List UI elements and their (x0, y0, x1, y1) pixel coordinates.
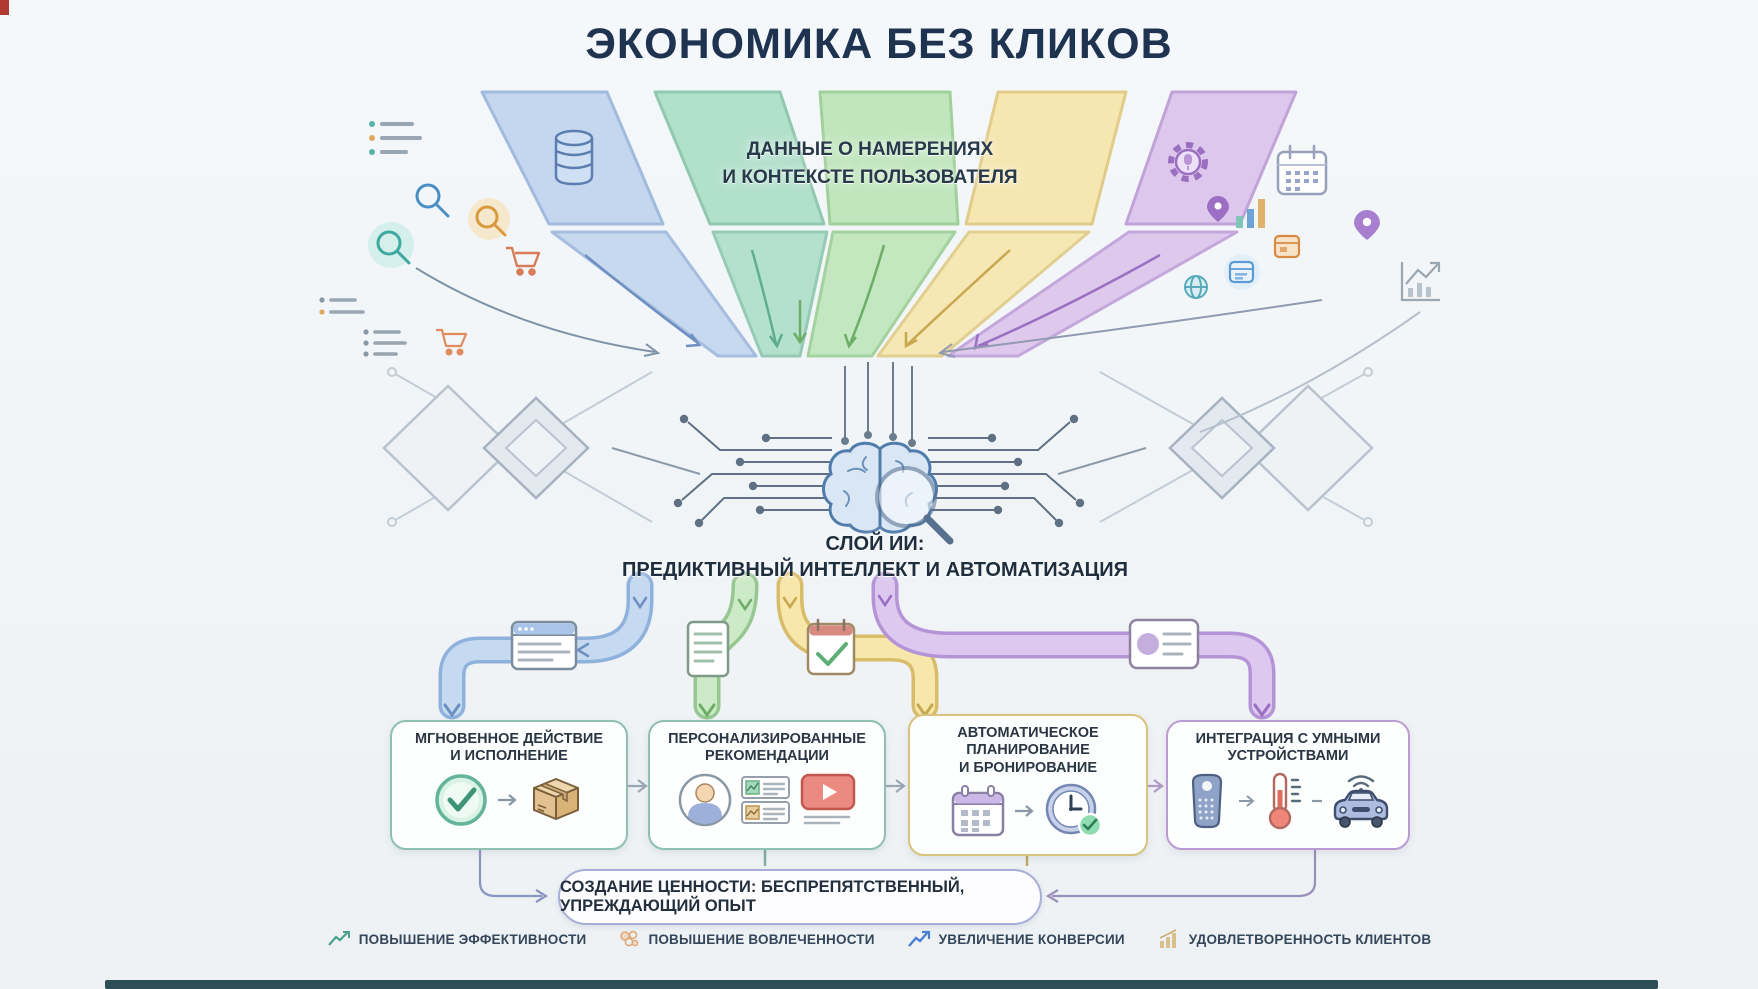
output-box-scheduling: АВТОМАТИЧЕСКОЕ ПЛАНИРОВАНИЕ И БРОНИРОВАН… (908, 714, 1148, 856)
bottom-bar (105, 980, 1658, 989)
funnel-label-line1: ДАННЫЕ О НАМЕРЕНИЯХ (746, 139, 994, 160)
ai-layer-label: СЛОЙ ИИ: ПРЕДИКТИВНЫЙ ИНТЕЛЛЕКТ И АВТОМА… (585, 531, 1165, 583)
funnel-segment-yellow (964, 90, 1128, 226)
list-icon (363, 329, 407, 357)
funnel-segment-teal (653, 90, 826, 226)
funnel-row-2 (550, 230, 1239, 358)
check-circle-icon (435, 774, 487, 826)
gear-icon (1168, 142, 1208, 182)
search-icon-blue (415, 183, 450, 218)
document-icon (686, 620, 730, 678)
smart-speaker-icon (1191, 773, 1223, 828)
database-icon (554, 129, 594, 186)
box-title: ПЕРСОНАЛИЗИРОВАННЫЕ РЕКОМЕНДАЦИИ (668, 731, 866, 765)
value-creation-label: СОЗДАНИЕ ЦЕННОСТИ: БЕСПРЕПЯТСТВЕННЫЙ, УП… (560, 878, 965, 915)
ai-label-line2: ПРЕДИКТИВНЫЙ ИНТЕЛЛЕКТ И АВТОМАТИЗАЦИЯ (622, 559, 1128, 581)
calendar-icon (951, 785, 1005, 837)
cart-icon (506, 246, 541, 276)
circuit-traces-left (611, 414, 832, 528)
box-title: АВТОМАТИЧЕСКОЕ ПЛАНИРОВАНИЕ И БРОНИРОВАН… (957, 725, 1099, 776)
search-icon-orange (468, 198, 510, 240)
list-icon (319, 297, 365, 315)
value-creation-bar: СОЗДАНИЕ ЦЕННОСТИ: БЕСПРЕПЯТСТВЕННЫЙ, УП… (558, 869, 1042, 925)
footer-item-engagement: ПОВЫШЕНИЕ ВОВЛЕЧЕННОСТИ (618, 929, 874, 949)
satisfaction-chart-icon (1159, 929, 1177, 948)
calendar-icon-blue (1224, 254, 1260, 290)
funnel-label-line2: И КОНТЕКСТЕ ПОЛЬЗОВАТЕЛЯ (722, 166, 1018, 188)
conversion-arrow-icon (907, 930, 930, 947)
funnel-segment-green (818, 90, 960, 226)
calendar-icon (1276, 144, 1328, 196)
footer-legend: ПОВЫШЕНИЕ ЭФФЕКТИВНОСТИ ПОВЫШЕНИЕ ВОВЛЕЧ… (0, 929, 1758, 949)
ai-label-line1: СЛОЙ ИИ: (825, 533, 925, 555)
calendar-check-icon (806, 618, 856, 676)
globe-icon (1184, 275, 1208, 299)
footer-item-satisfaction: УДОВЛЕТВОРЕННОСТЬ КЛИЕНТОВ (1157, 929, 1432, 949)
pipe-purple (871, 571, 1276, 720)
chip-diamond-icon (382, 384, 590, 512)
left-connector-curve (415, 267, 656, 353)
thermometer-icon (1268, 772, 1302, 829)
neck-traces (841, 362, 916, 447)
calendar-icon-orange (1273, 234, 1301, 259)
right-diagonal-line (1199, 311, 1421, 433)
bar-chart-icon (1236, 199, 1265, 228)
arrow-right-icon (1239, 795, 1255, 807)
corner-red-mark (0, 0, 9, 15)
clock-check-icon (1045, 783, 1103, 838)
footer-item-conversion: УВЕЛИЧЕНИЕ КОНВЕРСИИ (907, 929, 1125, 949)
funnel-label: ДАННЫЕ О НАМЕРЕНИЯХ И КОНТЕКСТЕ ПОЛЬЗОВА… (620, 136, 1120, 191)
chip-diamond-icon (1168, 384, 1374, 512)
output-box-instant-action: МГНОВЕННОЕ ДЕЙСТВИЕ И ИСПОЛНЕНИЕ (390, 720, 628, 850)
pill-connectors (478, 848, 1317, 903)
page-title: ЭКОНОМИКА БЕЗ КЛИКОВ (585, 20, 1173, 68)
footer-item-efficiency: ПОВЫШЕНИЕ ЭФФЕКТИВНОСТИ (327, 929, 587, 949)
funnel-row-1 (480, 90, 1298, 226)
circuit-traces-right (928, 414, 1147, 528)
search-icon-teal (368, 222, 414, 268)
contact-card-icon (1128, 618, 1200, 670)
video-play-icon (800, 773, 856, 825)
arrow-right-icon (498, 793, 517, 806)
chart-line-icon (1400, 261, 1441, 302)
output-box-smart-devices: ИНТЕГРАЦИЯ С УМНЫМИ УСТРОЙСТВАМИ (1166, 720, 1410, 850)
location-pin-icon (1207, 196, 1229, 222)
brain-magnifier-icon (822, 441, 954, 545)
engagement-icon (620, 930, 639, 947)
output-box-recommendations: ПЕРСОНАЛИЗИРОВАННЫЕ РЕКОМЕНДАЦИИ (648, 720, 886, 850)
right-connector-curve (941, 299, 1323, 353)
list-icon (369, 121, 422, 155)
cart-icon (436, 328, 468, 356)
package-icon (533, 777, 579, 820)
dash-icon (1312, 799, 1322, 802)
arrow-right-icon (1015, 805, 1034, 818)
content-cards-icon (741, 775, 790, 824)
browser-window-icon (510, 620, 578, 671)
trend-line-icon (327, 931, 350, 946)
avatar-icon (678, 773, 732, 827)
box-title: ИНТЕГРАЦИЯ С УМНЫМИ УСТРОЙСТВАМИ (1195, 731, 1381, 765)
pipe-blue (438, 571, 654, 720)
location-pin-icon (1354, 210, 1380, 240)
box-title: МГНОВЕННОЕ ДЕЙСТВИЕ И ИСПОЛНЕНИЕ (414, 731, 604, 765)
car-wifi-icon (1333, 775, 1389, 828)
box-connector-arrows (628, 779, 1164, 793)
